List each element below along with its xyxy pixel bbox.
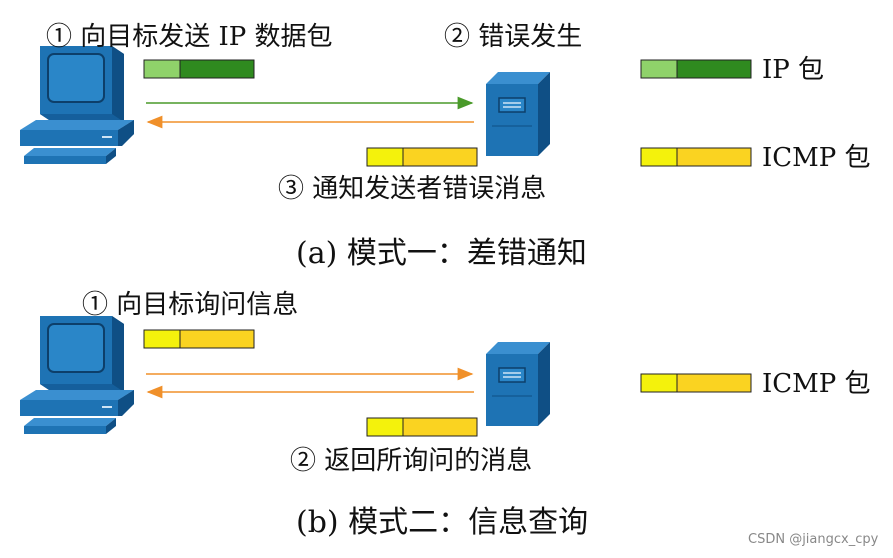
legend-icmp-swatch-b xyxy=(640,373,752,393)
sender-computer-a xyxy=(19,45,135,165)
target-server-a xyxy=(485,71,551,157)
legend-icmp-label-b: ICMP 包 xyxy=(762,369,871,399)
mode-a-step2-label: ② 错误发生 xyxy=(444,22,583,52)
sender-computer-b xyxy=(19,315,135,435)
target-server-b xyxy=(485,341,551,427)
mode-b-step2-label: ② 返回所询问的消息 xyxy=(290,446,533,476)
ip-packet-outgoing-a xyxy=(143,59,255,79)
icmp-packet-return-a xyxy=(366,147,478,167)
legend-icmp-label: ICMP 包 xyxy=(762,143,871,173)
legend-icmp-swatch xyxy=(640,147,752,167)
mode-a-caption: (a) 模式一：差错通知 xyxy=(296,236,587,271)
mode-a-step1-label: ① 向目标发送 IP 数据包 xyxy=(46,22,333,52)
mode-a-step3-label: ③ 通知发送者错误消息 xyxy=(278,174,547,204)
mode-b-caption: (b) 模式二：信息查询 xyxy=(296,505,589,540)
legend-ip-label: IP 包 xyxy=(762,55,825,85)
watermark: CSDN @jiangcx_cpy xyxy=(748,532,879,547)
legend-ip-swatch xyxy=(640,59,752,79)
icmp-packet-reply-b xyxy=(366,417,478,437)
mode-b-step1-label: ① 向目标询问信息 xyxy=(82,290,299,320)
icmp-packet-query-b xyxy=(143,329,255,349)
